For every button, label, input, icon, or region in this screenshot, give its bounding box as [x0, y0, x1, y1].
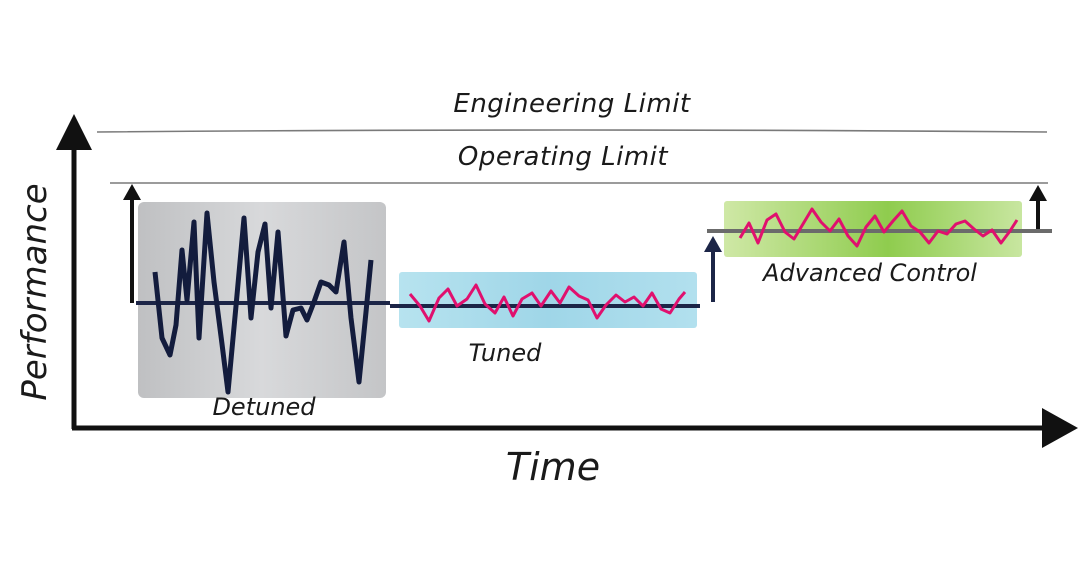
detuned-region: [138, 202, 386, 398]
tuned-label: Tuned: [469, 339, 542, 367]
x-axis-arrow-icon: [1042, 408, 1078, 448]
detuned-margin-arrow-icon: [123, 184, 141, 200]
tuned-region: [399, 272, 697, 328]
engineering-limit-line: [96, 129, 1048, 133]
x-axis-label: Time: [506, 445, 600, 489]
detuned-label: Detuned: [212, 393, 316, 421]
advanced-margin-arrow-icon: [1029, 185, 1047, 201]
tuned-signal: [408, 283, 687, 323]
advanced-control-signal: [738, 207, 1019, 248]
operating-limit-line: [109, 181, 1049, 184]
tuned-to-advanced-arrow-icon: [704, 236, 722, 252]
detuned-signal: [152, 210, 374, 395]
advanced-control-label: Advanced Control: [761, 259, 977, 287]
y-axis-label: Performance: [15, 183, 55, 400]
engineering-limit-label: Engineering Limit: [453, 89, 691, 119]
y-axis-arrow-icon: [56, 114, 92, 150]
operating-limit-label: Operating Limit: [458, 142, 669, 172]
